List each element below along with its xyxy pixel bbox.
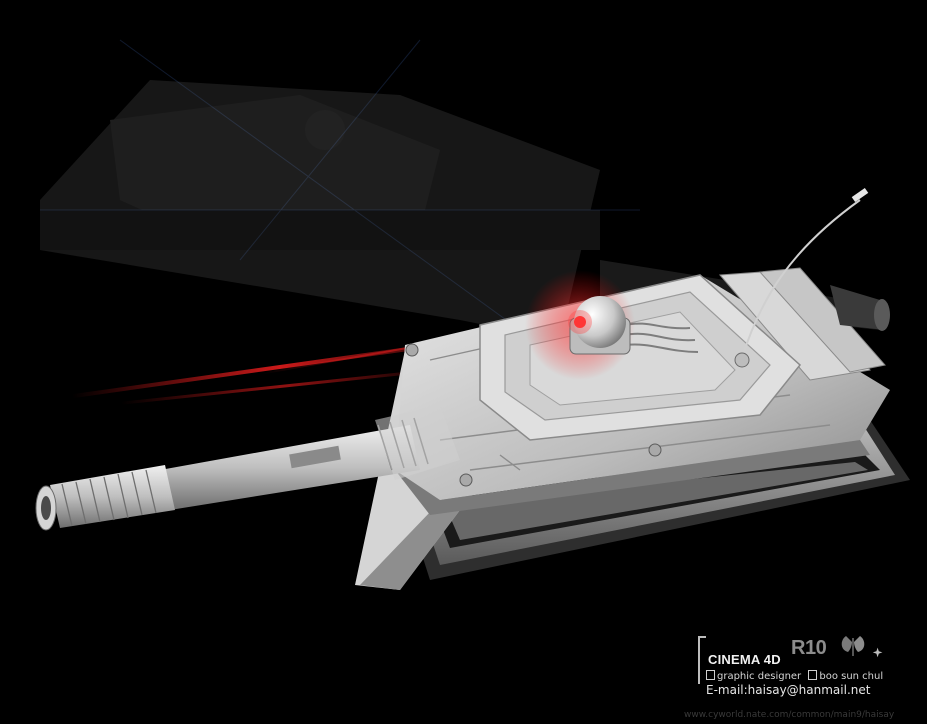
antenna — [734, 187, 869, 368]
email-line: E-mail:haisay@hanmail.net — [706, 683, 871, 697]
credit-line: graphic designer boo sun chul — [706, 670, 883, 682]
version-label: R10 — [791, 637, 827, 659]
square-icon — [808, 670, 818, 680]
tank-barrel — [35, 405, 460, 531]
rear-exhaust — [830, 285, 890, 331]
website-url: www.cyworld.nate.com/common/main9/haisay — [684, 710, 895, 720]
sparkle-icon — [872, 647, 883, 658]
tank-turret — [479, 270, 802, 441]
email-label: E-mail — [706, 683, 744, 697]
credit-role: graphic designer — [717, 671, 802, 682]
signature-bracket — [698, 636, 706, 684]
butterfly-icon — [841, 636, 883, 658]
reflection-tank — [40, 80, 880, 340]
square-icon — [706, 670, 715, 680]
signature-block: CINEMA 4D R10 graphic designer boo sun c… — [698, 630, 918, 700]
credit-author: boo sun chul — [819, 671, 884, 682]
email-address: haisay@hanmail.net — [747, 683, 871, 697]
guide-lines — [40, 39, 640, 331]
brand-label: CINEMA 4D — [708, 652, 781, 667]
